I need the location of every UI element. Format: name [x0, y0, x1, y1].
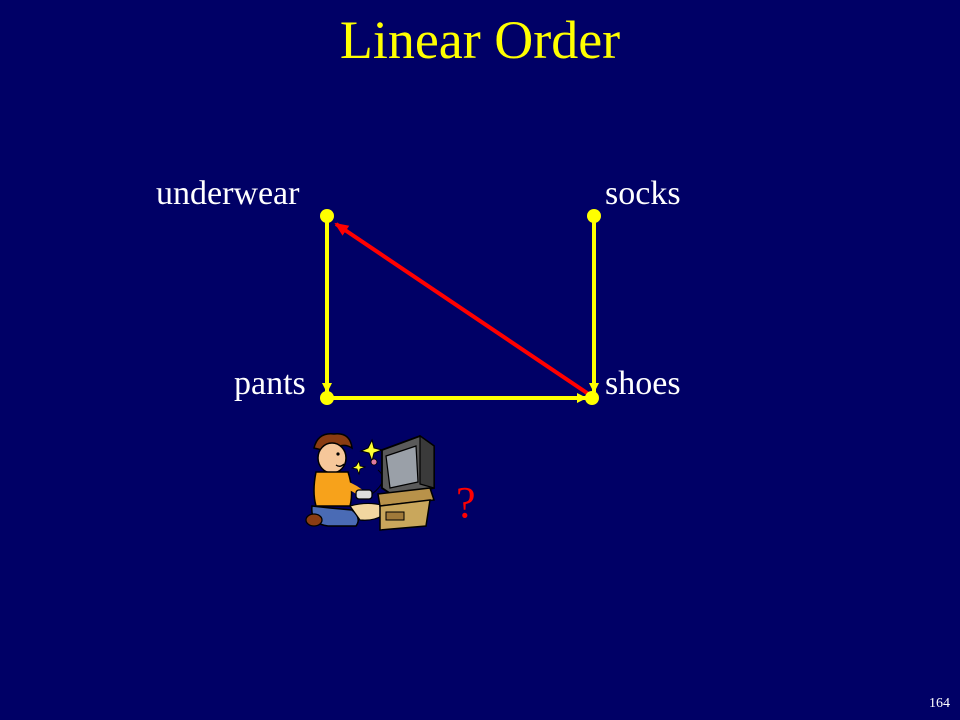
- node-pants: [320, 391, 334, 405]
- label-socks: socks: [605, 175, 681, 212]
- label-shoes: shoes: [605, 365, 681, 402]
- page-number: 164: [929, 696, 950, 711]
- node-shoes: [585, 391, 599, 405]
- label-underwear: underwear: [156, 175, 300, 212]
- node-socks: [587, 209, 601, 223]
- label-pants: pants: [234, 365, 306, 402]
- boy-playing-video-game-icon: [305, 433, 436, 531]
- question-mark: ?: [456, 478, 476, 527]
- slide-title: Linear Order: [339, 10, 621, 70]
- edge-shoes-underwear: [334, 222, 592, 397]
- node-underwear: [320, 209, 334, 223]
